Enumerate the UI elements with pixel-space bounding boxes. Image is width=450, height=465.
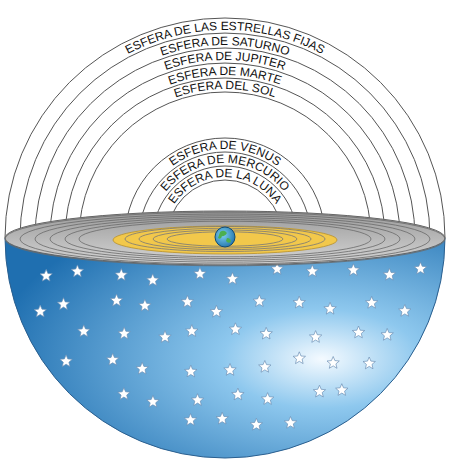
sun-band (113, 226, 337, 254)
sphere-label: ESFERA DE LA LUNA (165, 166, 285, 206)
star-symbol (284, 417, 296, 429)
star-symbol (194, 267, 206, 279)
star-symbol (110, 294, 122, 306)
star-symbol (229, 323, 241, 335)
sphere-label-path: ESFERA DEL SOL (172, 78, 278, 100)
star-symbol (293, 296, 305, 308)
star-symbol (232, 388, 244, 400)
star-symbol (309, 331, 321, 343)
star-symbol (118, 327, 130, 339)
star-symbol (216, 412, 228, 424)
earth-land (218, 231, 231, 243)
star-symbol (60, 355, 72, 367)
star-symbol (191, 394, 203, 406)
star-symbol (78, 325, 90, 337)
earth (215, 227, 235, 247)
star-symbol (363, 357, 375, 369)
ecliptic-disk (5, 211, 445, 265)
star-symbol (306, 265, 318, 277)
disk-ring (79, 221, 371, 257)
sphere-arcs (5, 18, 445, 238)
star-symbol (159, 331, 171, 343)
star-symbol (34, 305, 46, 317)
star-symbol (381, 328, 393, 340)
star-symbol (260, 327, 272, 339)
star-symbol (366, 296, 378, 308)
star-symbol (57, 298, 69, 310)
star-symbol (324, 302, 336, 314)
star-symbol (107, 353, 119, 365)
star-symbol (210, 305, 222, 317)
star-symbol (147, 274, 159, 286)
disk-rings (5, 212, 445, 266)
star-symbol (71, 265, 83, 277)
inner-disk-rings (125, 227, 325, 252)
star-symbol (352, 326, 364, 338)
star-symbol (336, 384, 348, 396)
sphere-arc (20, 33, 430, 238)
star-symbol (184, 414, 196, 426)
star-symbol (186, 325, 198, 337)
disk-ring (65, 219, 385, 258)
star-symbol (136, 362, 148, 374)
star-symbol (253, 295, 265, 307)
star-symbol (185, 365, 197, 377)
star-symbol (250, 418, 262, 430)
star-symbol (414, 262, 426, 274)
star-symbol (327, 357, 339, 369)
star-symbol (259, 361, 271, 373)
star-symbol (313, 385, 325, 397)
star-symbol (139, 299, 151, 311)
star-symbol (115, 269, 127, 281)
star-symbol (347, 264, 359, 276)
star-symbol (224, 364, 236, 376)
star-symbol (226, 272, 238, 284)
disk-ring (5, 212, 445, 266)
star-symbol (399, 305, 411, 317)
sphere-arc (5, 18, 445, 238)
celestial-hemisphere (5, 238, 445, 458)
star-symbol (383, 268, 395, 280)
sphere-label: ESFERA DEL SOL (172, 78, 278, 100)
star-symbol (293, 352, 305, 364)
star-symbol (181, 295, 193, 307)
star-symbol (147, 395, 159, 407)
sphere-label-path: ESFERA DE LA LUNA (165, 166, 285, 206)
star-symbol (40, 269, 52, 281)
disk-ring (125, 227, 325, 252)
star-symbol (261, 393, 273, 405)
star-symbol (118, 388, 130, 400)
disk-ring (35, 216, 415, 262)
star-field (34, 262, 427, 430)
sphere-arc (35, 48, 415, 238)
disk-ring (20, 214, 430, 264)
disk-ring (50, 218, 400, 261)
